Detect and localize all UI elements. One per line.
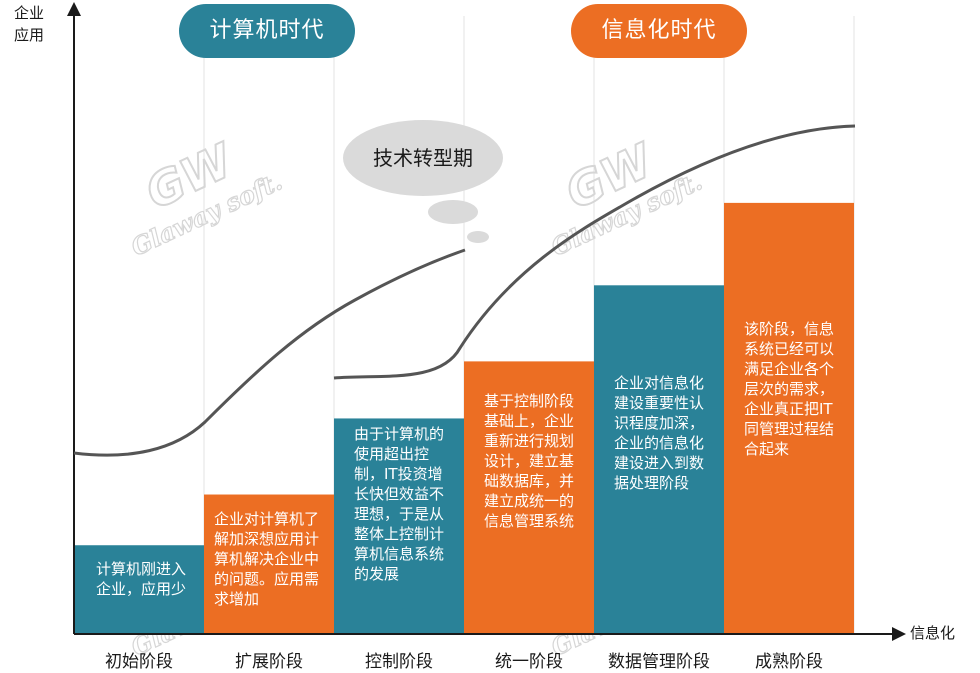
y-axis-arrow <box>67 2 81 16</box>
stage-label-4: 统一阶段 <box>495 652 563 672</box>
growth-curve-information-era <box>333 124 856 380</box>
thought-bubble <box>343 120 503 196</box>
transition-bubble-text: 技术转型期 <box>373 146 473 170</box>
x-axis-label: 信息化 <box>910 624 956 642</box>
stage-bar-5 <box>594 285 724 634</box>
y-axis-label: 企业 应用 <box>12 2 46 46</box>
stage-bar-2 <box>204 494 334 634</box>
stage-label-1: 初始阶段 <box>105 652 173 672</box>
stage-label-2: 扩展阶段 <box>235 652 303 672</box>
thought-bubble-dot-small <box>467 231 489 243</box>
era-computer-badge: 计算机时代 <box>179 4 355 58</box>
growth-curve-computer-era <box>73 248 466 457</box>
stage-description-4: 基于控制阶段基础上，企业重新进行规划设计，建立基础数据库，并建立成统一的信息管理… <box>484 392 575 531</box>
stage-bar-3 <box>334 418 464 634</box>
stage-label-3: 控制阶段 <box>365 652 433 672</box>
stage-description-2: 企业对计算机了解加深想应用计算机解决企业中的问题。应用需求增加 <box>214 509 320 608</box>
stage-bar-4 <box>464 361 594 634</box>
stage-label-5: 数据管理阶段 <box>608 652 710 672</box>
era-information-badge: 信息化时代 <box>571 4 747 58</box>
stage-description-6: 该阶段，信息系统已经可以满足企业各个层次的需求，企业真正把IT同管理过程结合起来 <box>744 319 835 458</box>
x-axis-arrow <box>892 627 906 641</box>
stage-description-5: 企业对信息化建设重要性认识程度加深，企业的信息化建设进入到数据处理阶段 <box>614 374 705 493</box>
stage-bars <box>74 202 854 634</box>
stage-description-3: 由于计算机的使用超出控制，IT投资增长快但效益不理想，于是从整体上控制计算机信息… <box>354 425 445 584</box>
thought-bubble-dot-large <box>428 200 478 224</box>
y-axis-label-line-2: 应用 <box>13 26 44 44</box>
stage-bar-1 <box>74 545 204 634</box>
stage-bar-6 <box>724 202 854 634</box>
y-axis-label-line-1: 企业 <box>13 4 44 22</box>
stage-description-1: 计算机刚进入企业，应用少 <box>96 560 187 599</box>
stage-label-6: 成熟阶段 <box>755 652 823 672</box>
